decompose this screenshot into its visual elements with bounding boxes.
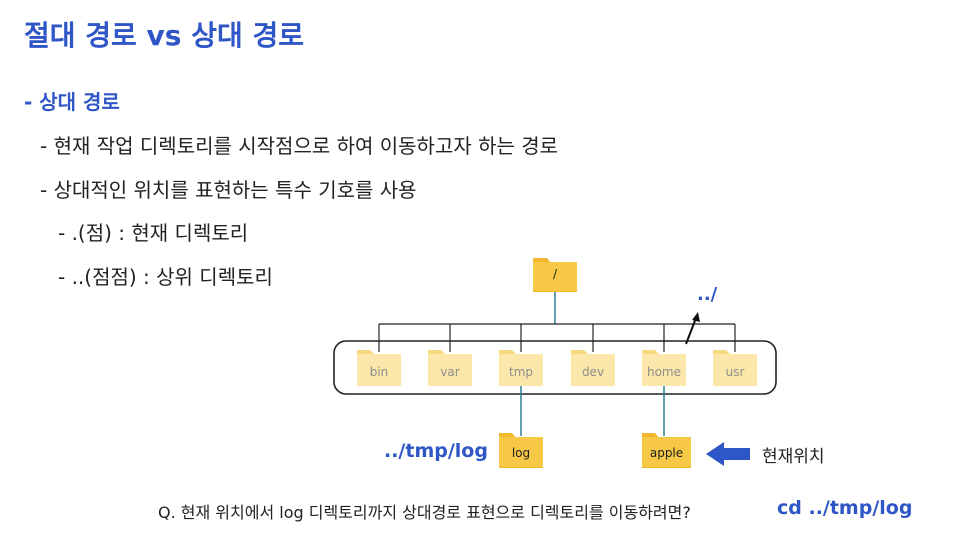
folder-icon (428, 350, 472, 386)
folder-label-home: home (646, 365, 682, 379)
folder-icon (571, 350, 615, 386)
folder-icon (357, 350, 401, 386)
bullet-item: - .(점) : 현재 디렉토리 (58, 221, 249, 245)
folder-icon (533, 258, 577, 292)
bullet-item: - 상대적인 위치를 표현하는 특수 기호를 사용 (40, 178, 417, 202)
folder-label-var: var (440, 365, 460, 379)
children-box (333, 340, 777, 395)
folder-icon (642, 433, 691, 468)
folder-label-dev: dev (581, 365, 605, 379)
folder-icon (499, 350, 543, 386)
folder-label-apple: apple (649, 446, 684, 460)
folder-label-root: / (552, 267, 558, 281)
relative-path-label: ../tmp/log (384, 440, 488, 462)
folder-icon (713, 350, 757, 386)
arrow-up-icon (685, 312, 700, 345)
arrow-left-icon (706, 442, 750, 466)
bullet-item: - 현재 작업 디렉토리를 시작점으로 하여 이동하고자 하는 경로 (40, 134, 559, 158)
folder-icon (499, 433, 543, 468)
folder-icon (642, 350, 686, 386)
question-text: Q. 현재 위치에서 log 디렉토리까지 상대경로 표현으로 디렉토리를 이동… (158, 503, 691, 522)
folder-label-tmp: tmp (508, 365, 533, 379)
folder-label-usr: usr (725, 365, 745, 379)
folder-label-log: log (511, 446, 531, 460)
bullet-item: - ..(점점) : 상위 디렉토리 (58, 265, 273, 289)
current-location-label: 현재위치 (762, 447, 825, 467)
answer-text: cd ../tmp/log (777, 497, 913, 519)
section-heading: - 상대 경로 (24, 90, 120, 114)
parent-path-label: ../ (697, 284, 718, 305)
folder-label-bin: bin (369, 365, 389, 379)
page-title: 절대 경로 vs 상대 경로 (24, 19, 304, 52)
